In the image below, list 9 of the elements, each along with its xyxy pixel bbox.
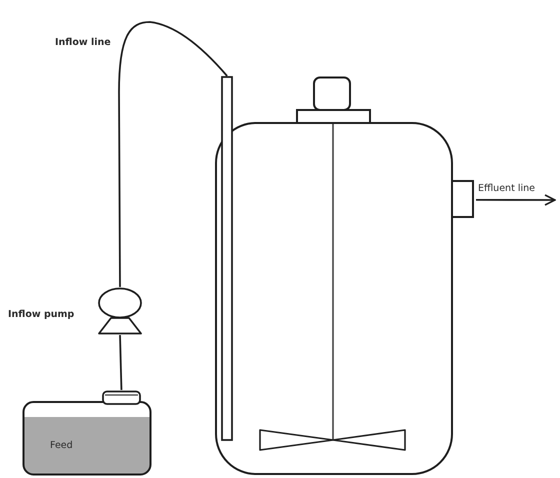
reactor-vessel: [214, 76, 476, 477]
arrow: [476, 194, 556, 206]
tank-label: Feed: [50, 440, 73, 451]
tube-line: [118, 21, 228, 287]
pump-label: Inflow pump: [8, 309, 74, 320]
pump-symbol: [97, 287, 143, 335]
line-label: Effluent line: [478, 183, 535, 194]
line-label: Inflow line: [55, 37, 111, 48]
feed-tank: [22, 390, 152, 476]
